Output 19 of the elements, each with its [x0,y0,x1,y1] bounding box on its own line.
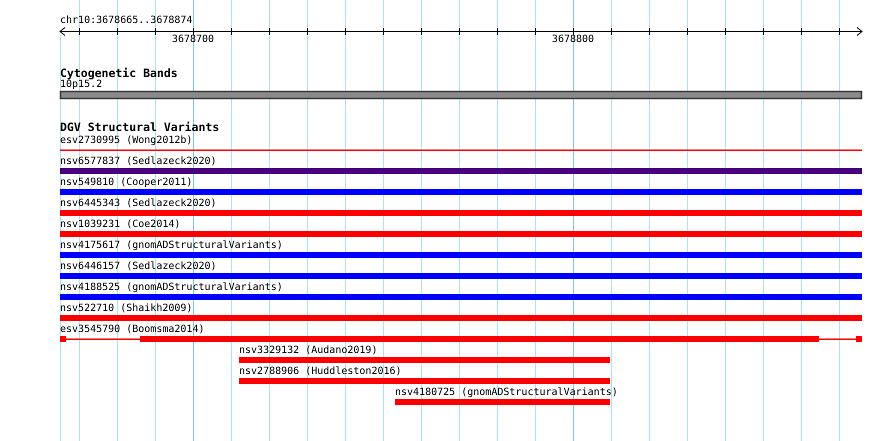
track-title: Cytogenetic Bands [60,66,178,80]
variant-label: nsv549810 (Cooper2011) [60,177,192,189]
variant-label: nsv6446157 (Sedlazeck2020) [60,261,217,273]
variant-label: nsv3329132 (Audano2019) [239,345,378,357]
band-label: 10p15.2 [60,79,102,91]
variant-label: nsv2788906 (Huddleston2016) [239,366,402,378]
tick-label: 3678800 [552,34,594,46]
variant-label: nsv4175617 (gnomADStructuralVariants) [60,240,283,252]
variant-label: nsv4180725 (gnomADStructuralVariants) [395,387,618,399]
variant-label: esv2730995 (Wong2012b) [60,135,192,147]
variant-label: nsv6445343 (Sedlazeck2020) [60,198,217,210]
variant-label: esv3545790 (Boomsma2014) [60,324,204,336]
track-title: DGV Structural Variants [60,120,220,134]
variant-label: nsv522710 (Shaikh2009) [60,303,192,315]
tick-label: 3678700 [172,34,214,46]
variant-label: nsv1039231 (Coe2014) [60,219,180,231]
coordinate-range-label: chr10:3678665..3678874 [60,15,192,27]
variant-label: nsv6577837 (Sedlazeck2020) [60,156,217,168]
variant-label: nsv4188525 (gnomADStructuralVariants) [60,282,283,294]
